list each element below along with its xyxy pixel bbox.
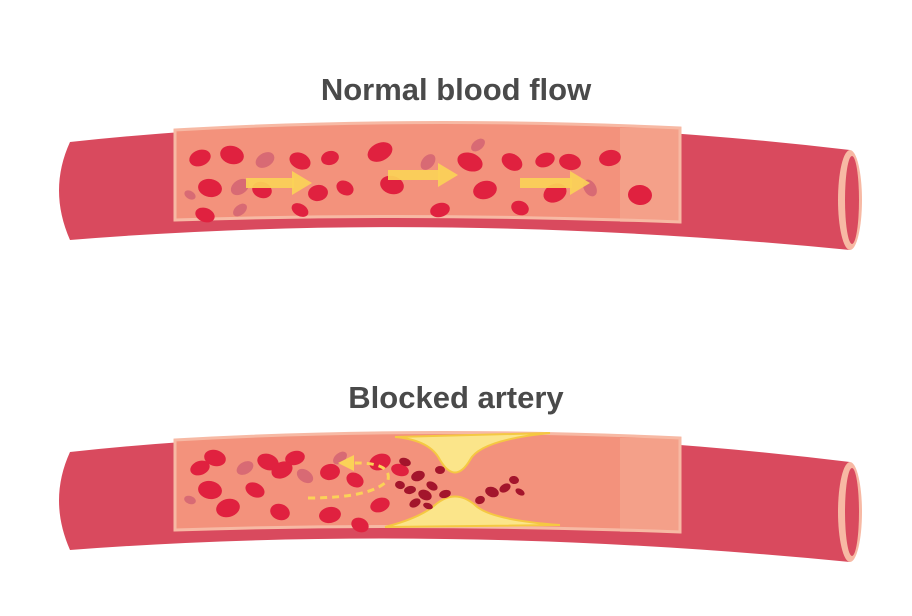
red-blood-cell	[435, 466, 445, 474]
red-blood-cell	[195, 207, 215, 223]
red-blood-cells	[184, 138, 652, 223]
red-blood-cell	[367, 142, 393, 162]
red-blood-cell	[426, 481, 438, 491]
red-blood-cell	[257, 453, 279, 471]
red-blood-cell	[230, 178, 250, 196]
red-blood-cell	[471, 138, 485, 152]
red-blood-cell	[319, 506, 341, 524]
red-blood-cell	[190, 460, 210, 476]
red-blood-cell	[499, 483, 511, 493]
red-blood-cell	[369, 453, 391, 471]
red-blood-cell	[485, 486, 499, 498]
normal-artery-illustration	[59, 120, 862, 250]
red-blood-cell	[473, 180, 497, 200]
red-blood-cell	[391, 463, 409, 477]
red-blood-cell	[336, 180, 354, 196]
red-blood-cell	[439, 489, 451, 499]
arrow-head	[338, 455, 354, 471]
red-blood-cell	[399, 457, 411, 467]
title-normal-blood-flow: Normal blood flow	[320, 72, 592, 107]
red-blood-cell	[233, 203, 247, 217]
red-blood-cell	[418, 489, 432, 501]
red-blood-cell	[270, 503, 290, 521]
plaque-top	[394, 432, 551, 474]
arrow-right-icon	[388, 170, 440, 180]
red-blood-cell	[599, 149, 621, 167]
red-blood-cell	[245, 482, 265, 498]
red-blood-cell	[475, 495, 485, 505]
red-blood-cell	[220, 145, 244, 165]
red-blood-cell	[411, 470, 425, 482]
plaque-bottom	[384, 495, 561, 528]
red-blood-cell	[515, 488, 525, 496]
flow-arrows	[246, 163, 590, 195]
red-blood-cell	[351, 517, 369, 533]
red-blood-cell	[320, 463, 340, 481]
red-blood-cell	[296, 468, 314, 484]
red-blood-cell	[535, 152, 555, 168]
red-blood-cell	[409, 498, 421, 508]
curved-arrow-icon	[307, 461, 390, 500]
red-blood-cell	[308, 184, 328, 202]
blocked-artery-illustration	[59, 430, 862, 562]
red-blood-cell	[404, 485, 416, 495]
red-blood-cell	[204, 449, 226, 467]
red-blood-cell	[380, 175, 404, 195]
red-blood-cell	[628, 184, 652, 206]
red-blood-cell	[289, 152, 311, 170]
red-blood-cells	[184, 449, 525, 533]
red-blood-cell	[184, 495, 196, 505]
red-blood-cell	[423, 502, 433, 510]
red-blood-cell	[198, 178, 222, 198]
arrow-head	[570, 171, 590, 195]
arrow-right-icon	[246, 178, 294, 188]
red-blood-cell	[184, 190, 196, 200]
red-blood-cell	[501, 153, 523, 171]
red-blood-cell	[420, 154, 436, 170]
red-blood-cell	[189, 149, 211, 167]
arrow-head	[438, 163, 458, 187]
red-blood-cell	[271, 461, 293, 479]
title-blocked-artery: Blocked artery	[348, 380, 564, 415]
red-blood-cell	[509, 475, 519, 485]
red-blood-cell	[291, 203, 309, 217]
red-blood-cell	[457, 152, 483, 172]
red-blood-cell	[285, 450, 305, 466]
red-blood-cell	[511, 200, 529, 216]
red-blood-cell	[236, 461, 254, 475]
red-blood-cell	[346, 472, 364, 488]
red-blood-cell	[216, 498, 240, 518]
red-blood-cell	[370, 497, 390, 513]
red-blood-cell	[430, 202, 450, 218]
red-blood-cell	[321, 150, 339, 166]
red-blood-cell	[559, 153, 581, 171]
red-blood-cell	[543, 183, 567, 203]
arrow-head	[292, 171, 312, 195]
red-blood-cell	[395, 480, 405, 490]
red-blood-cell	[198, 480, 222, 500]
arrow-right-icon	[520, 178, 572, 188]
red-blood-cell	[255, 152, 275, 168]
